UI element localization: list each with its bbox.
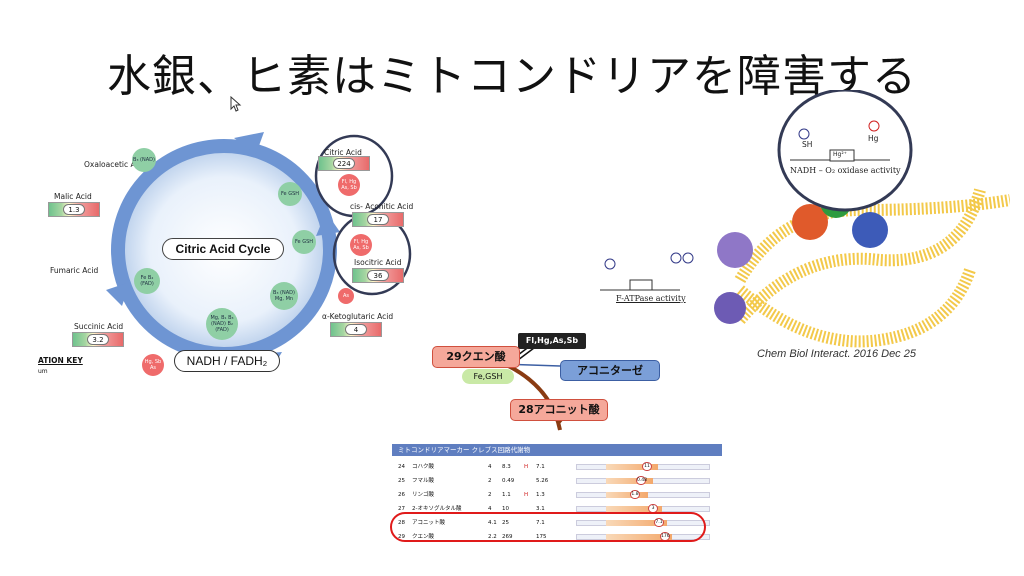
membrane-illustration <box>600 90 1010 348</box>
cell-name: リンゴ酸 <box>412 492 435 498</box>
aconitase-node: アコニターゼ <box>560 360 660 381</box>
cell-name: クエン酸 <box>412 534 435 540</box>
cell-flag: H <box>524 464 529 470</box>
citation: Chem Biol Interact. 2016 Dec 25 <box>757 348 916 360</box>
highlight-oval <box>390 512 706 542</box>
oxaloacetic-label: Oxaloacetic Acid <box>84 160 147 169</box>
cell-flag: H <box>524 492 529 498</box>
cell-v1: 2 <box>488 492 492 498</box>
ketoglutaric-gauge: 4 <box>330 322 382 337</box>
sh-label: SH <box>802 140 813 149</box>
value-marker: 7.1 <box>654 518 664 527</box>
succinic-gauge: 3.2 <box>72 332 124 347</box>
table-row: 26 リンゴ酸 2 1.1 H 1.3 1.8 <box>398 490 716 500</box>
cell-v2: 10 <box>502 506 509 512</box>
toxin-bottom: Hg, Sb As <box>142 354 164 376</box>
value-marker: 1.8 <box>630 490 640 499</box>
range-fill <box>606 478 653 484</box>
cofactor-b2-fad: Fe B₂ (FAD) <box>134 268 160 294</box>
cell-v2: 0.49 <box>502 478 515 484</box>
ketoglutaric-label: α-Ketoglutaric Acid <box>322 312 394 321</box>
cell-name: アコニット酸 <box>412 520 446 526</box>
cell-no: 26 <box>398 492 405 498</box>
citric-gauge: 224 <box>318 156 370 171</box>
cis-aconitic-label: cis- Aconitic Acid <box>350 202 414 211</box>
cell-no: 24 <box>398 464 405 470</box>
atpase-activity-label: F-ATPase activity <box>616 294 686 303</box>
cell-v2: 25 <box>502 520 509 526</box>
cell-name: 2-オキソグルタル酸 <box>412 506 462 512</box>
cell-v3: 7.1 <box>536 520 545 526</box>
isocitric-label: Isocitric Acid <box>354 258 402 267</box>
cofactor-fe-gsh: Fe GSH <box>278 182 302 206</box>
hg-box-label: Hg²⁺ <box>833 151 847 158</box>
slide-title: 水銀、ヒ素はミトコンドリアを障害する <box>107 51 917 102</box>
range-fill <box>606 464 658 470</box>
cofactor-b3-nad: B₃ (NAD) <box>132 148 156 172</box>
cell-v3: 5.26 <box>536 478 549 484</box>
toxin-cis: Fl, Hg As, Sb <box>350 234 372 256</box>
cell-v2: 8.3 <box>502 464 511 470</box>
nadh-fadh-label: NADH / FADH₂ <box>174 350 280 372</box>
table-header: ミトコンドリアマーカー クレブス回路代謝物 <box>392 444 722 456</box>
fumaric-label: Fumaric Acid <box>50 266 99 275</box>
citric-label: Citric Acid <box>324 148 362 157</box>
cell-v3: 3.1 <box>536 506 545 512</box>
mitochondrial-protein-illustration: SH Hg Hg²⁺ NADH – O₂ oxidase activity F-… <box>590 90 1010 410</box>
citric-acid-node: 29クエン酸 <box>432 346 520 368</box>
cell-v2: 1.1 <box>502 492 511 498</box>
mouse-cursor-icon <box>230 96 242 112</box>
table-row: 24 コハク酸 4 8.3 H 7.1 11 <box>398 462 716 472</box>
cell-no: 25 <box>398 478 405 484</box>
malic-gauge: 1.3 <box>48 202 100 217</box>
cofactor-fe-gsh-2: Fe GSH <box>292 230 316 254</box>
isocitric-gauge: 36 <box>352 268 404 283</box>
legend-key-sub: um <box>38 368 48 375</box>
oxidase-activity-label: NADH – O₂ oxidase activity <box>790 166 901 175</box>
value-marker: 0.48 <box>636 476 648 485</box>
succinic-label: Succinic Acid <box>74 322 124 331</box>
range-fill <box>606 520 667 526</box>
cell-v1: 2.2 <box>488 534 497 540</box>
cofactor-mg-group: Mg, B₁ B₃ (NAD) B₂ (FAD) <box>206 308 238 340</box>
cell-v2: 269 <box>502 534 513 540</box>
value-marker: 11 <box>642 462 652 471</box>
table-row: 25 フマル酸 2 0.49 5.26 0.48 <box>398 476 716 486</box>
range-fill <box>606 506 662 512</box>
cell-v3: 175 <box>536 534 547 540</box>
toxin-citric: Fl, Hg As, Sb <box>338 174 360 196</box>
cycle-center-label: Citric Acid Cycle <box>162 238 284 260</box>
cell-v1: 4.1 <box>488 520 497 526</box>
cofactor-b3-mn: B₃ (NAD) Mg, Mn <box>270 282 298 310</box>
cell-v3: 1.3 <box>536 492 545 498</box>
toxin-keto: As <box>338 288 354 304</box>
citric-acid-cycle-diagram: Oxaloacetic Acid Malic Acid 1.3 Fumaric … <box>34 132 434 382</box>
cell-v3: 7.1 <box>536 464 545 470</box>
range-fill <box>606 534 672 540</box>
cell-v1: 4 <box>488 506 492 512</box>
cell-no: 27 <box>398 506 405 512</box>
cis-aconitic-gauge: 17 <box>352 212 404 227</box>
cell-v1: 2 <box>488 478 492 484</box>
inhibitor-tag: Fl,Hg,As,Sb <box>518 333 586 349</box>
malic-label: Malic Acid <box>54 192 92 201</box>
fe-gsh-node: Fe,GSH <box>462 369 514 384</box>
cell-v1: 4 <box>488 464 492 470</box>
legend-key-label: ATION KEY <box>38 356 83 365</box>
cell-name: フマル酸 <box>412 478 435 484</box>
hg-label: Hg <box>868 134 879 143</box>
range-fill <box>606 492 648 498</box>
cell-name: コハク酸 <box>412 464 435 470</box>
aconitic-acid-node: 28アコニット酸 <box>510 399 608 421</box>
